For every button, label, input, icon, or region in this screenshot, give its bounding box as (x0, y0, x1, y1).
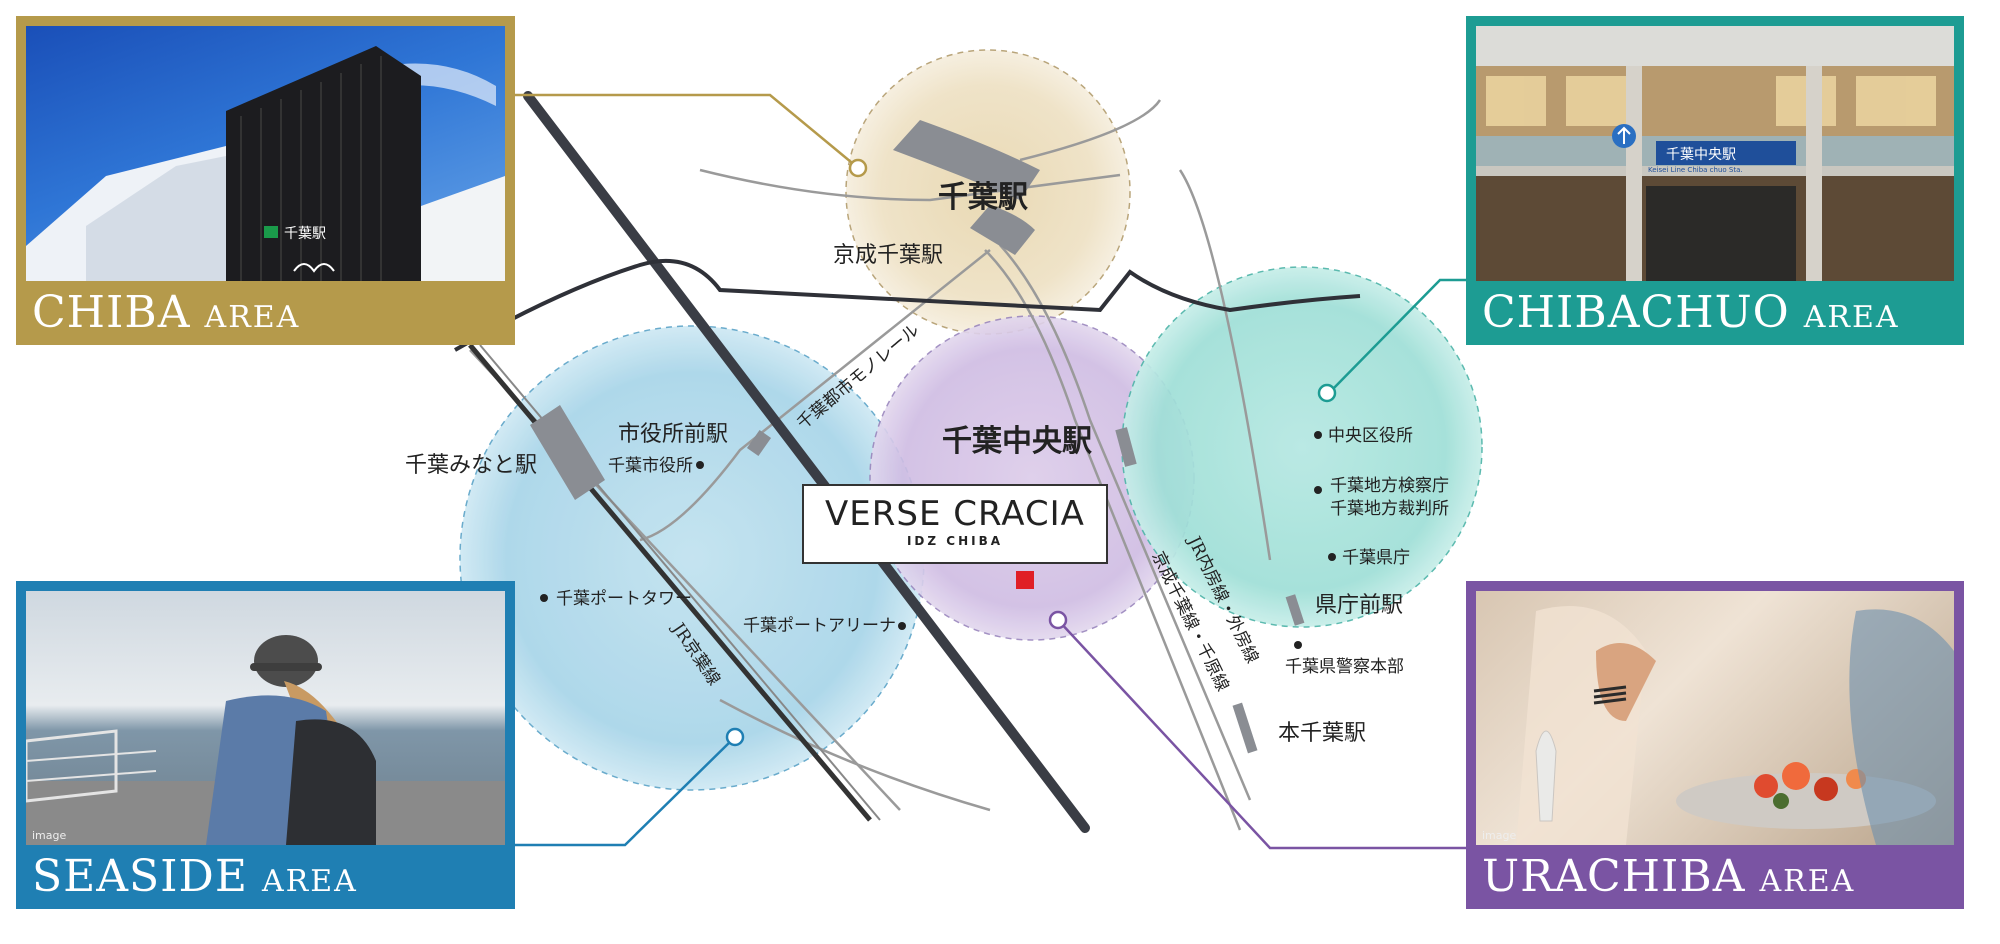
connector-dots (725, 158, 1337, 747)
chibachuo-station-illustration: 千葉中央駅 Keisei Line Chiba chuo Sta. (1476, 26, 1954, 281)
label-pref-office: 千葉県庁 (1342, 548, 1410, 568)
chibachuo-area-panel[interactable]: 千葉中央駅 Keisei Line Chiba chuo Sta. CHIBAC… (1466, 16, 1964, 345)
chibachuo-area-title: CHIBACHUO (1482, 287, 1790, 338)
label-kencho-station: 県庁前駅 (1315, 593, 1403, 618)
urachiba-image-note: image (1482, 829, 1516, 842)
label-court: 千葉地方裁判所 (1330, 499, 1449, 519)
facility-dots (540, 431, 1336, 649)
chiba-area-caption: CHIBA AREA (16, 281, 515, 345)
chibachuo-area-suffix: AREA (1803, 300, 1900, 335)
label-chibachuo-station: 千葉中央駅 (942, 424, 1092, 459)
urachiba-illustration: image (1482, 606, 1954, 845)
seaside-area-title: SEASIDE (32, 851, 248, 902)
chiba-area-panel[interactable]: 千葉駅 CHIBA AREA (16, 16, 515, 345)
urachiba-photo: image (1476, 591, 1954, 845)
chiba-area-suffix: AREA (204, 300, 301, 335)
label-city-hall: 千葉市役所 (608, 456, 693, 476)
arrow-up-icon (1617, 126, 1631, 144)
urachiba-area-suffix: AREA (1759, 864, 1856, 899)
chiba-area-title: CHIBA (32, 287, 191, 338)
chibachuo-area-caption: CHIBACHUO AREA (1466, 281, 1964, 345)
site-marker-icon (1016, 571, 1034, 589)
label-chiba-minato-station: 千葉みなと駅 (405, 453, 537, 478)
dark-diagonal-line (523, 91, 1090, 833)
urachiba-area-panel[interactable]: image URACHIBA AREA (1466, 581, 1964, 909)
seaside-area-caption: SEASIDE AREA (16, 845, 515, 909)
seaside-area-panel[interactable]: image SEASIDE AREA (16, 581, 515, 909)
chibachuo-sign-text: 千葉中央駅 (1666, 147, 1736, 163)
chiba-station-photo: 千葉駅 (26, 26, 505, 281)
urachiba-area-title: URACHIBA (1482, 851, 1746, 902)
label-port-arena: 千葉ポートアリーナ (743, 616, 896, 636)
dark-road (454, 258, 1361, 352)
project-name: VERSE CRACIA (825, 494, 1085, 534)
seaside-illustration: image (26, 635, 505, 845)
seaside-image-note: image (32, 829, 66, 842)
project-logo: VERSE CRACIA IDZ CHIBA (802, 484, 1108, 564)
seaside-area-suffix: AREA (261, 864, 358, 899)
label-police-hq: 千葉県警察本部 (1285, 657, 1404, 677)
label-port-tower: 千葉ポートタワー (556, 589, 692, 609)
label-prosecutors: 千葉地方検察庁 (1330, 476, 1449, 496)
label-chuo-ward: 中央区役所 (1328, 426, 1413, 446)
chibachuo-station-photo: 千葉中央駅 Keisei Line Chiba chuo Sta. (1476, 26, 1954, 281)
building-logo-icon (293, 263, 335, 273)
seaside-photo: image (26, 591, 505, 845)
connectors (515, 93, 1468, 850)
chibachuo-sign-en-text: Keisei Line Chiba chuo Sta. (1648, 166, 1743, 174)
chiba-sign-text: 千葉駅 (284, 226, 326, 242)
project-subtitle: IDZ CHIBA (906, 534, 1004, 548)
label-chiba-station: 千葉駅 (938, 180, 1028, 215)
label-keisei-chiba-station: 京成千葉駅 (833, 243, 943, 268)
label-shiyakusho-station: 市役所前駅 (618, 422, 728, 447)
chiba-station-illustration: 千葉駅 (26, 46, 505, 281)
urachiba-area-caption: URACHIBA AREA (1466, 845, 1964, 909)
station-blocks (530, 120, 1305, 754)
label-hon-chiba-station: 本千葉駅 (1278, 721, 1366, 746)
